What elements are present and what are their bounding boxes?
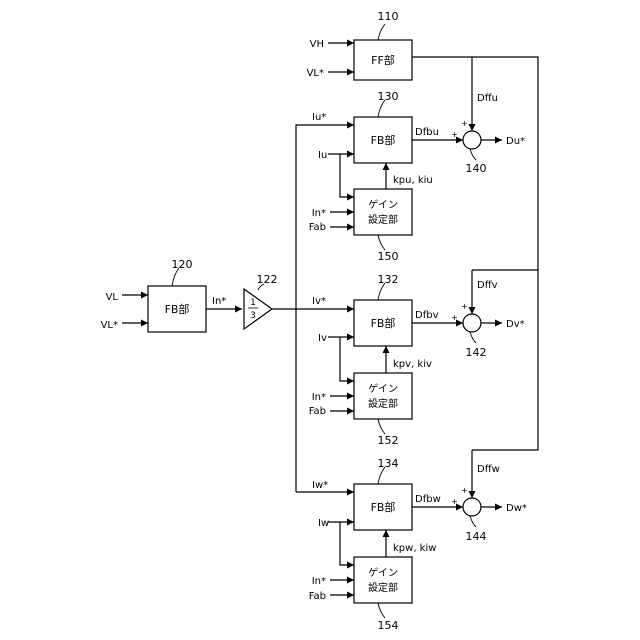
gain-154-line1: ゲイン [368,567,398,579]
fb-block-120-label: FB部 [165,302,190,316]
ref-120: 120 [172,258,193,271]
iu-label: Iu [318,150,327,161]
ref-122: 122 [257,273,278,286]
ref-140-leader [470,149,476,160]
ref-152: 152 [378,434,399,447]
ref-144: 144 [466,530,487,543]
phase-u: Iu* FB部 130 Iu ゲイン 設定部 In* Fab 150 kpu, … [309,90,525,263]
ff-block-label: FF部 [371,53,395,67]
iv-star-label: Iv* [312,296,326,307]
ref-154: 154 [378,619,399,632]
ref-130: 130 [378,90,399,103]
input-vl-star-ff-label: VL* [307,68,324,79]
fab-u-label: Fab [309,222,326,233]
fb-unit-120: FB部 120 VL VL* In* [101,258,242,332]
gain-152-line1: ゲイン [368,383,398,395]
iu-star-label: Iu* [312,112,326,123]
dffv-label: Dffv [477,280,498,291]
gain-v-label: kpv, kiv [393,359,432,370]
divider-122: 1 3 122 [244,125,354,492]
gain-block-154 [354,557,412,603]
ff-unit-110: FF部 110 VH VL* [307,10,538,498]
du-star-label: Du* [506,136,525,147]
ref-144-leader [470,516,476,527]
sum-w-plus-left: + [451,497,458,506]
dfbu-label: Dfbu [415,127,439,138]
summing-junction-140 [463,131,481,149]
fab-v-label: Fab [309,406,326,417]
input-vl-star-label: VL* [101,320,118,331]
ref-132: 132 [378,273,399,286]
dv-star-label: Dv* [506,319,525,330]
ref-150-leader [378,235,385,250]
ref-140: 140 [466,162,487,175]
iv-to-gain [340,337,354,381]
sum-w-plus-top: + [461,486,468,495]
sum-v-plus-left: + [451,313,458,322]
dffw-label: Dffw [477,464,500,475]
gain-154-line2: 設定部 [368,581,398,594]
sum-u-plus-top: + [461,119,468,128]
in-star-v-label: In* [312,392,326,403]
gain-block-150 [354,189,412,235]
ref-110-leader [378,24,385,40]
sum-v-plus-top: + [461,302,468,311]
iv-label: Iv [318,333,327,344]
iw-label: Iw [318,518,329,529]
gain-150-line2: 設定部 [368,213,398,226]
divider-numerator: 1 [250,298,256,308]
input-vl-label: VL [106,292,119,303]
divider-triangle [244,289,272,329]
phase-w: Iw* FB部 134 Iw ゲイン 設定部 In* Fab 154 kpw, … [309,457,527,632]
ref-142-leader [470,332,476,343]
gain-152-line2: 設定部 [368,397,398,410]
gain-block-152 [354,373,412,419]
phase-v: Iv* FB部 132 Iv ゲイン 設定部 In* Fab 152 kpv, … [309,273,525,447]
in-star-w-label: In* [312,576,326,587]
input-vh-label: VH [310,39,324,50]
ref-154-leader [378,603,385,618]
ff-output-bus [412,57,538,450]
gain-150-line1: ゲイン [368,199,398,211]
fb-block-130-label: FB部 [371,133,396,147]
summing-junction-144 [463,498,481,516]
ref-134: 134 [378,457,399,470]
dfbw-label: Dfbw [415,494,441,505]
fab-w-label: Fab [309,591,326,602]
sum-u-plus-left: + [451,130,458,139]
iu-to-gain [340,154,354,197]
in-star-u-label: In* [312,208,326,219]
dfbv-label: Dfbv [415,310,439,321]
dffu-label: Dffu [477,93,498,104]
signal-in-star: In* [212,296,226,307]
ref-142: 142 [466,346,487,359]
fb-block-134-label: FB部 [371,500,396,514]
ref-110: 110 [378,10,399,23]
gain-u-label: kpu, kiu [393,175,433,186]
ref-152-leader [378,419,385,434]
gain-w-label: kpw, kiw [393,543,436,554]
ref-150: 150 [378,250,399,263]
summing-junction-142 [463,314,481,332]
fb-block-132-label: FB部 [371,316,396,330]
dw-star-label: Dw* [506,503,527,514]
iw-star-label: Iw* [312,480,328,491]
iw-to-gain [340,522,354,565]
divider-denominator: 3 [250,311,256,321]
